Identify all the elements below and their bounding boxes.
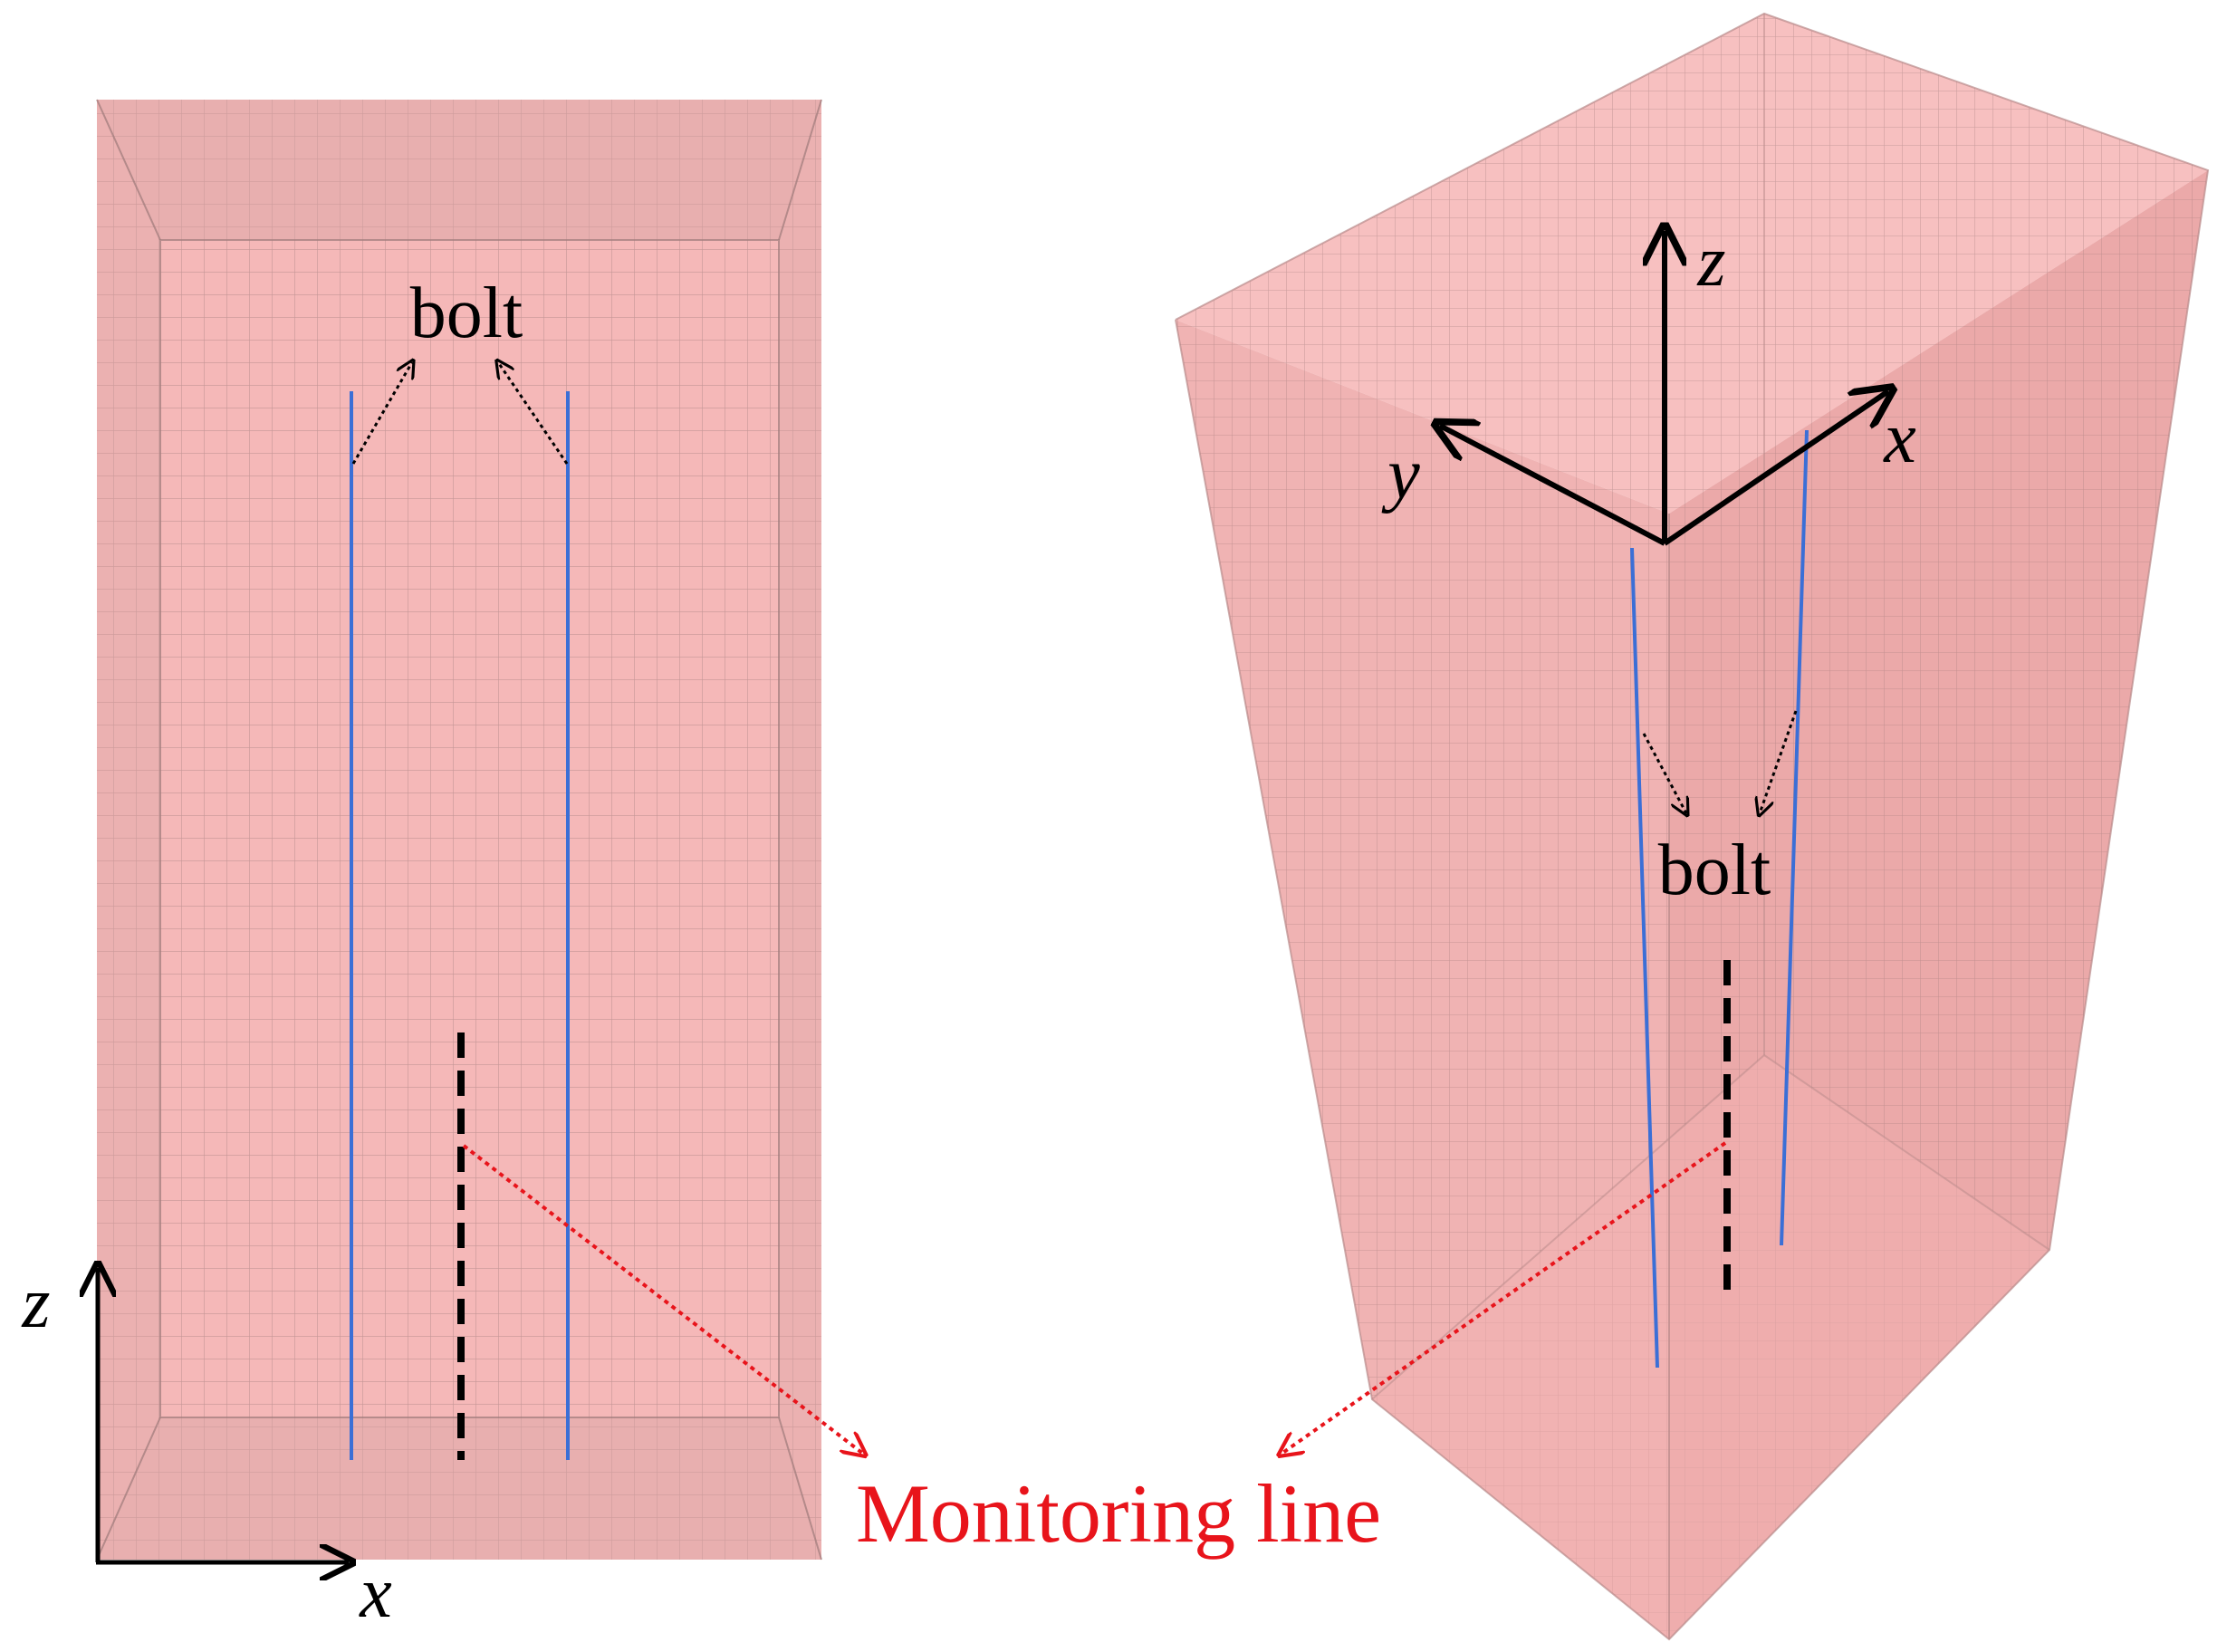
iso-bolt-left-pointer <box>1642 733 1686 813</box>
front-bolt-label: bolt <box>410 274 523 353</box>
monitoring-line-label: Monitoring line <box>856 1467 1381 1560</box>
iso-axis-z-label: z <box>1696 222 1725 302</box>
iso-bolt-right-pointer <box>1760 710 1798 813</box>
front-frame-bottom <box>97 1417 821 1560</box>
front-axis-z-label: z <box>21 1263 50 1343</box>
iso-axis-y <box>1440 426 1666 546</box>
front-frame-left <box>97 100 160 1560</box>
front-bolt-right-pointer <box>498 362 569 465</box>
iso-hidden-edge-r <box>1763 1054 2050 1251</box>
iso-view-model: z x y bolt <box>1175 12 2210 1641</box>
iso-outline <box>1175 12 2210 1641</box>
front-frame-diag-bl <box>96 1417 161 1561</box>
front-frame-diag-tr <box>778 99 822 241</box>
monitoring-line-annotation: Monitoring line <box>462 1141 1727 1560</box>
front-frame-right <box>779 100 821 1560</box>
iso-bolt-right <box>1780 429 1809 1246</box>
iso-axis-y-label: y <box>1381 435 1420 514</box>
front-bolt-left-pointer <box>351 362 412 465</box>
front-frame-diag-tl <box>96 99 161 241</box>
front-axis-x-label: x <box>359 1553 392 1633</box>
iso-bolt-label: bolt <box>1658 831 1771 910</box>
front-view-model: bolt z x <box>21 99 822 1633</box>
iso-axis-x <box>1663 391 1888 546</box>
iso-floor <box>1372 1055 2049 1639</box>
front-frame-diag-br <box>778 1417 822 1561</box>
front-frame-top <box>97 100 821 240</box>
iso-hidden-edge-l <box>1371 1054 1765 1400</box>
front-inner-face <box>159 239 780 1418</box>
iso-top-grid <box>1176 14 2208 514</box>
iso-axis-x-label: x <box>1883 399 1916 478</box>
iso-bolt-left <box>1630 547 1659 1369</box>
monitoring-pointer-left <box>462 1144 863 1454</box>
